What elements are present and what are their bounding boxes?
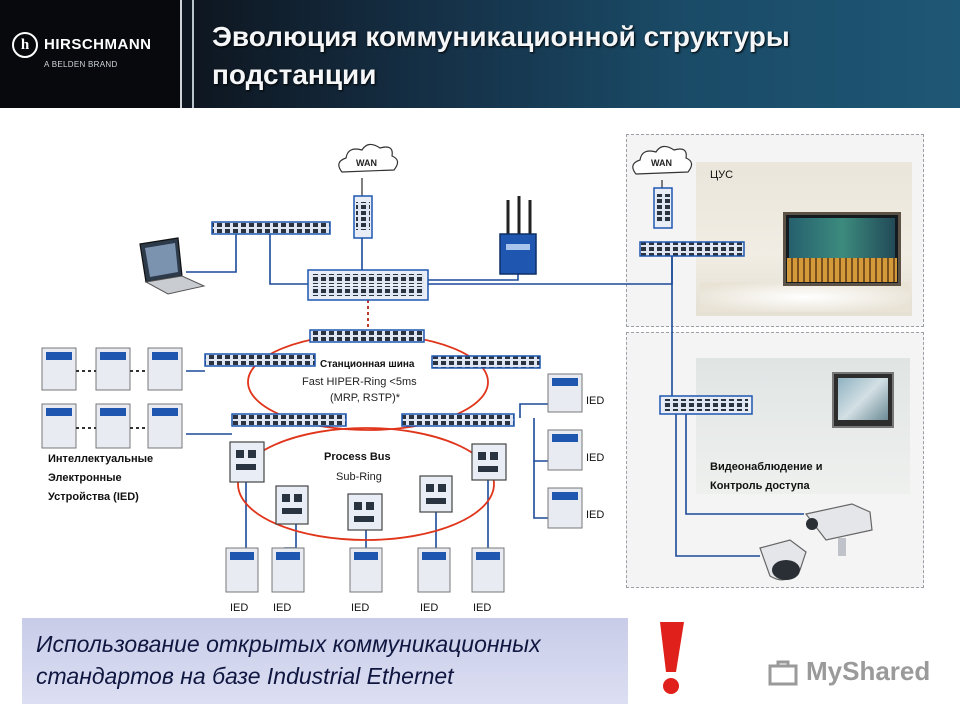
dome-camera-icon [759, 539, 807, 581]
camera-icon [804, 503, 873, 556]
network-links [186, 232, 804, 557]
ied-label: IED [273, 602, 291, 614]
wan-label-right: WAN [651, 158, 672, 168]
brand-name: HIRSCHMANN [44, 36, 152, 53]
switch-icon [309, 329, 425, 343]
brand-sub: A BELDEN BRAND [44, 60, 118, 69]
note-line-1: Использование открытых коммуникационных [36, 631, 541, 657]
ied-group-line-2: Электронные [48, 472, 122, 484]
logo: h HIRSCHMANN A BELDEN BRAND [0, 0, 182, 108]
router-icon [653, 187, 673, 229]
exclamation-icon [660, 622, 684, 694]
router-icon [353, 195, 373, 239]
note-text: Использование открытых коммуникационных … [36, 628, 626, 692]
video-wall-screen [789, 218, 895, 258]
ied-label: IED [230, 602, 248, 614]
ied-column-right [547, 373, 583, 529]
station-bus-protocols: (MRP, RSTP)* [330, 392, 401, 404]
note-line-2: стандартов на базе Industrial Ethernet [36, 663, 454, 689]
process-switch-ports [236, 450, 498, 522]
header-bar: h HIRSCHMANN A BELDEN BRAND Эволюция ком… [0, 0, 960, 108]
ied-label: IED [420, 602, 438, 614]
switch-icon [211, 221, 331, 235]
switch-icon [204, 353, 316, 367]
ied-label: IED [586, 509, 604, 521]
hirschmann-logo-icon: h [12, 32, 38, 58]
ied-label: IED [351, 602, 369, 614]
header-divider [192, 0, 194, 108]
switch-icon [307, 269, 429, 301]
wan-cloud-left [338, 143, 399, 173]
station-bus-title: Станционная шина [320, 359, 415, 370]
process-bus-sub: Sub-Ring [336, 471, 382, 483]
control-room-floor [700, 282, 910, 312]
process-bus-title: Process Bus [324, 451, 391, 463]
wan-label-left: WAN [356, 158, 377, 168]
control-center-label: ЦУС [710, 169, 733, 181]
wan-cloud-right [632, 145, 693, 175]
ied-label: IED [586, 395, 604, 407]
ied-group-label: Интеллектуальные Электронные Устройства … [48, 450, 153, 507]
operator-desk [787, 258, 897, 282]
monitor-screen [838, 378, 888, 420]
switch-icon [639, 241, 745, 257]
page-title: Эволюция коммуникационной структуры подс… [212, 18, 932, 94]
watermark-text: MyShared [806, 656, 931, 686]
title-line-1: Эволюция коммуникационной структуры [212, 21, 790, 52]
note-box [22, 618, 628, 704]
switch-icon [431, 355, 541, 369]
ied-links-left [76, 370, 148, 429]
switch-icon [231, 413, 347, 427]
ied-group-line-3: Устройства (IED) [48, 491, 139, 503]
video-line-2: Контроль доступа [710, 480, 810, 492]
ied-label: IED [586, 452, 604, 464]
ied-grid-left [41, 347, 183, 449]
video-line-1: Видеонаблюдение и [710, 461, 823, 473]
switch-icon [659, 395, 753, 415]
ied-label: IED [473, 602, 491, 614]
ied-screens-left [46, 352, 178, 416]
title-line-2: подстанции [212, 59, 377, 90]
station-bus-ring-text: Fast HIPER-Ring <5ms [302, 376, 417, 388]
laptop-icon [139, 237, 206, 295]
ied-group-line-1: Интеллектуальные [48, 453, 154, 465]
watermark-icon [768, 660, 798, 686]
video-label: Видеонаблюдение и Контроль доступа [710, 458, 823, 496]
switch-icon [401, 413, 515, 427]
process-switches [229, 441, 507, 531]
process-bus-ring [237, 427, 495, 541]
wireless-router-icon [499, 196, 537, 275]
